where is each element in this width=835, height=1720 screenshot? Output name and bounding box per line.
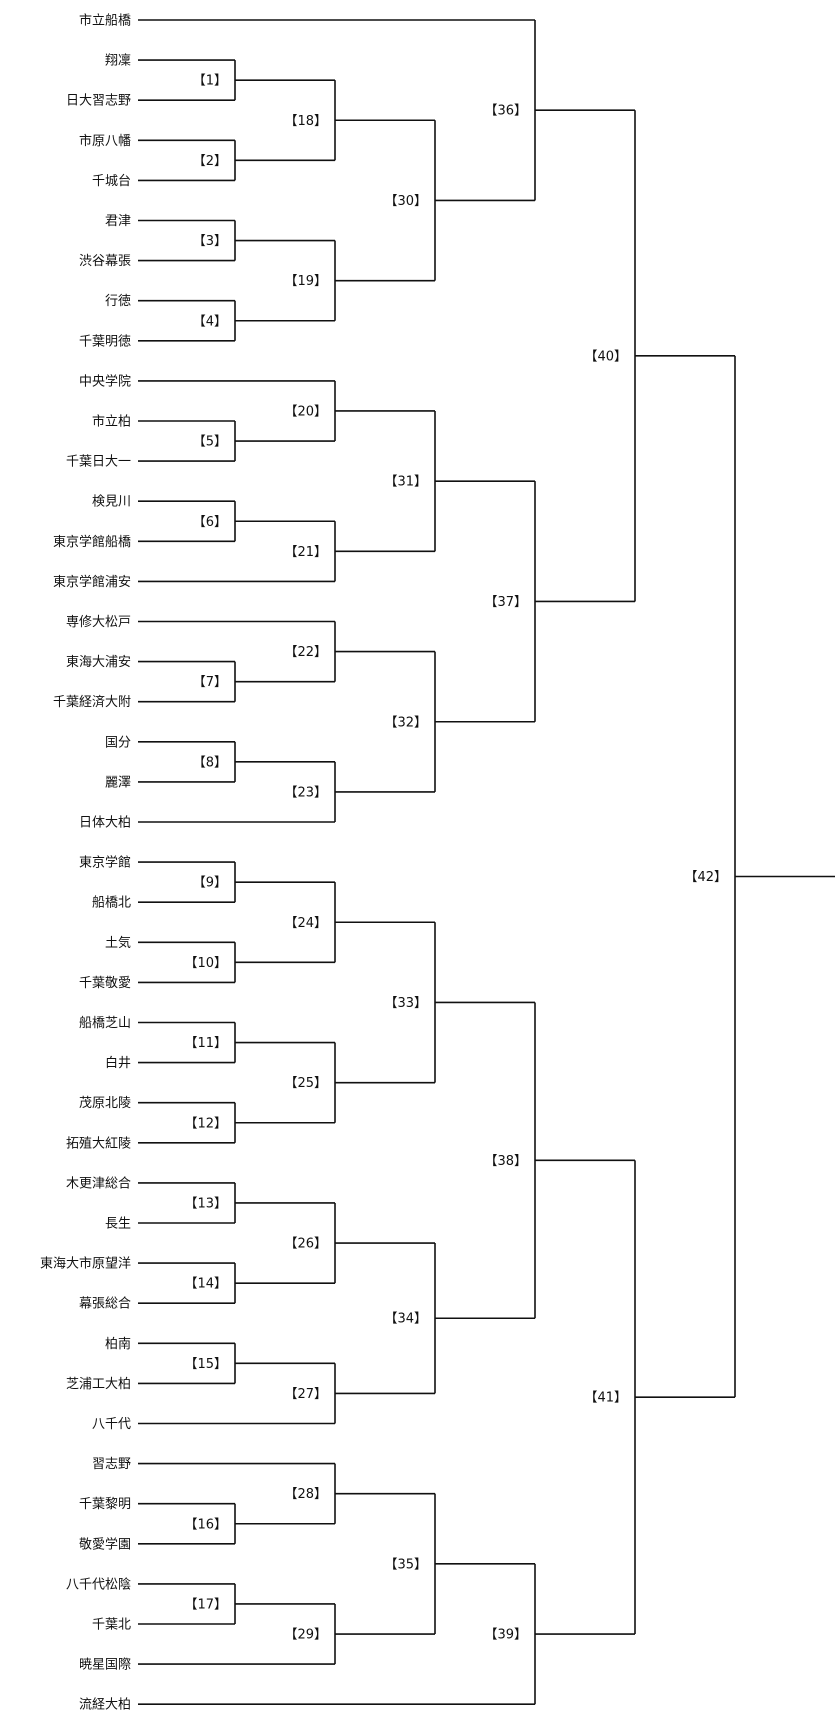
match-label: 【13】 [184,1196,227,1211]
match-label: 【35】 [384,1557,427,1572]
team-name: 木更津総合 [66,1176,131,1191]
team-name: 千葉経済大附 [53,694,131,710]
team-name: 麗澤 [105,775,131,790]
match-label: 【18】 [284,114,327,129]
team-name: 土気 [105,935,131,951]
match-label: 【3】 [193,234,227,249]
match-label: 【17】 [184,1597,227,1612]
match-label: 【14】 [184,1277,227,1292]
match-label: 【40】 [584,349,627,364]
team-name: 東京学館 [79,855,131,871]
match-label: 【4】 [193,314,227,329]
team-name: 千葉北 [92,1618,131,1633]
match-label: 【12】 [184,1116,227,1131]
team-name: 拓殖大紅陵 [66,1135,131,1151]
team-name: 翔凜 [105,54,131,69]
match-label: 【2】 [193,154,227,169]
team-name: 市原八幡 [79,133,131,149]
team-name: 八千代 [92,1417,131,1432]
team-name: 幕張総合 [79,1297,131,1312]
match-label: 【36】 [484,104,527,119]
match-label: 【10】 [184,956,227,971]
team-name: 千葉明徳 [79,334,131,349]
team-name: 東海大浦安 [66,654,131,670]
team-name: 行徳 [105,294,131,309]
team-name: 中央学院 [79,373,131,389]
match-label: 【32】 [384,715,427,730]
match-label: 【11】 [184,1036,227,1051]
team-name: 白井 [105,1055,131,1071]
match-label: 【6】 [193,515,227,530]
match-label: 【39】 [484,1628,527,1643]
match-label: 【33】 [384,996,427,1011]
match-label: 【26】 [284,1237,327,1252]
team-name: 千葉黎明 [79,1497,131,1512]
team-name: 検見川 [92,495,131,510]
team-name: 東海大市原望洋 [40,1256,131,1272]
match-label: 【24】 [284,916,327,931]
team-name: 茂原北陵 [79,1096,131,1111]
match-label: 【20】 [284,404,327,419]
match-label: 【25】 [284,1076,327,1091]
match-label: 【23】 [284,785,327,800]
bracket-lines [138,19,835,1705]
match-label: 【34】 [384,1312,427,1327]
match-label: 【30】 [384,194,427,209]
team-name: 専修大松戸 [66,615,131,630]
team-name: 渋谷幕張 [79,254,131,269]
bracket-labels: 市立船橋翔凜日大習志野市原八幡千城台君津渋谷幕張行徳千葉明徳中央学院市立柏千葉日… [40,13,727,1713]
match-label: 【5】 [193,435,227,450]
team-name: 長生 [105,1217,131,1232]
match-label: 【31】 [384,475,427,490]
team-name: 習志野 [92,1457,131,1472]
match-label: 【41】 [584,1391,627,1406]
team-name: 八千代松陰 [66,1577,131,1592]
team-name: 千城台 [92,174,131,189]
match-label: 【42】 [684,870,727,885]
team-name: 暁星国際 [79,1658,131,1673]
team-name: 船橋北 [92,896,131,911]
match-label: 【22】 [284,645,327,660]
match-label: 【27】 [284,1387,327,1402]
team-name: 日大習志野 [66,94,131,109]
team-name: 船橋芝山 [79,1015,131,1031]
team-name: 日体大柏 [79,816,131,831]
team-name: 東京学館船橋 [53,534,131,550]
team-name: 千葉日大一 [66,455,131,470]
match-label: 【16】 [184,1517,227,1532]
team-name: 柏南 [105,1336,131,1352]
match-label: 【7】 [193,675,227,690]
match-label: 【37】 [484,595,527,610]
team-name: 市立柏 [92,414,131,430]
team-name: 千葉敬愛 [79,975,131,991]
match-label: 【15】 [184,1357,227,1372]
match-label: 【28】 [284,1487,327,1502]
match-label: 【9】 [193,876,227,891]
team-name: 芝浦工大柏 [66,1376,131,1392]
match-label: 【29】 [284,1628,327,1643]
match-label: 【8】 [193,755,227,770]
team-name: 君津 [105,214,131,229]
match-label: 【21】 [284,545,327,560]
team-name: 市立船橋 [79,13,131,29]
match-label: 【19】 [284,274,327,289]
team-name: 敬愛学園 [79,1536,131,1552]
match-label: 【1】 [193,74,227,89]
team-name: 流経大柏 [79,1698,131,1713]
team-name: 東京学館浦安 [53,574,131,590]
team-name: 国分 [105,735,131,750]
match-label: 【38】 [484,1154,527,1169]
